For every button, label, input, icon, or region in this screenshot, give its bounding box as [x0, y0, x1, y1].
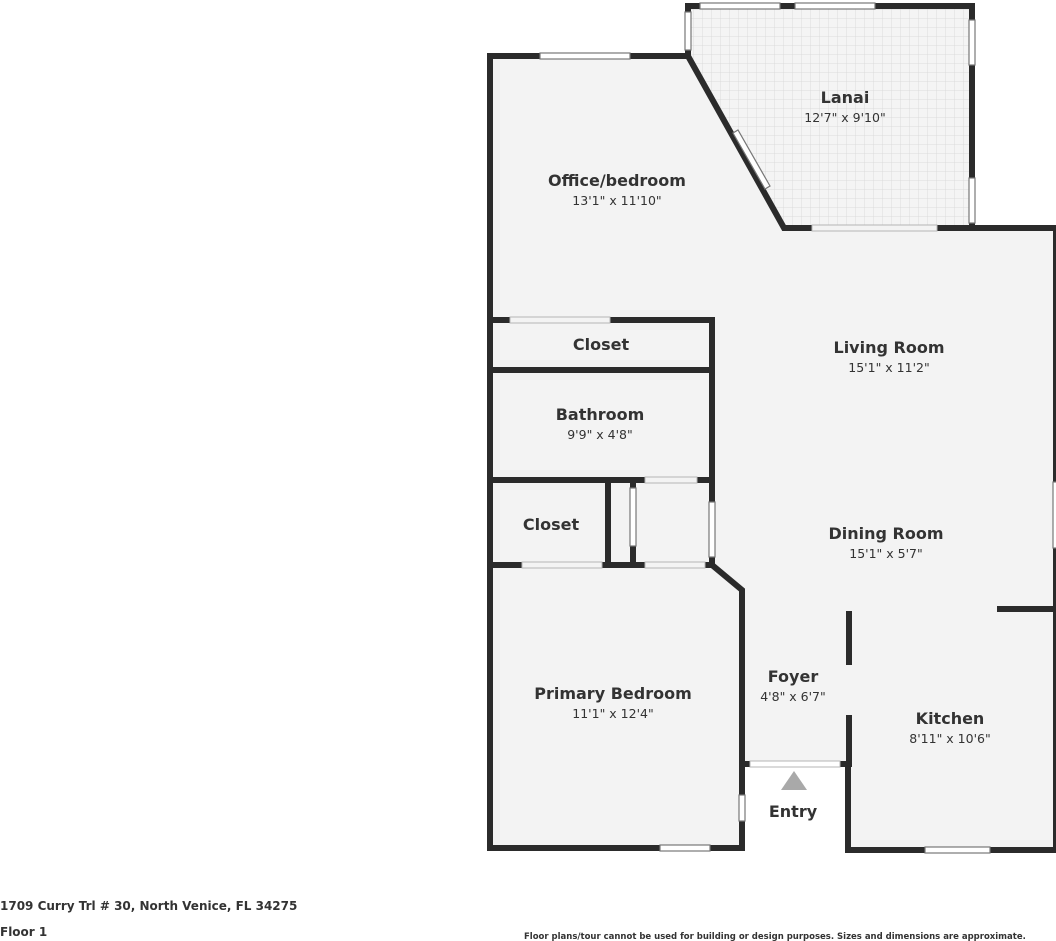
room-label-closet-upper: Closet	[573, 335, 630, 354]
opening-closet-upper	[509, 316, 611, 324]
window-office-top	[539, 52, 631, 60]
window-lanai-top-left	[699, 2, 781, 10]
window-primary-bottom	[659, 844, 711, 852]
entry-label: Entry	[769, 802, 818, 821]
room-dim-lanai: 12'7" x 9'10"	[804, 110, 885, 125]
room-dim-living: 15'1" x 11'2"	[848, 360, 929, 375]
room-dim-bathroom: 9'9" x 4'8"	[567, 427, 633, 442]
floor-label: Floor 1	[0, 925, 48, 939]
room-label-dining: Dining Room	[828, 524, 943, 543]
room-label-living: Living Room	[834, 338, 945, 357]
room-label-lanai: Lanai	[821, 88, 870, 107]
room-dim-office: 13'1" x 11'10"	[572, 193, 661, 208]
room-dim-kitchen: 8'11" x 10'6"	[909, 731, 990, 746]
window-lanai-left	[684, 11, 692, 51]
opening-hall-top	[644, 476, 698, 484]
room-label-foyer: Foyer	[768, 667, 819, 686]
window-lanai-right-lower	[968, 177, 976, 224]
opening-living-top	[811, 224, 938, 232]
opening-hall	[644, 561, 706, 569]
room-dim-dining: 15'1" x 5'7"	[849, 546, 922, 561]
room-label-primary: Primary Bedroom	[534, 684, 692, 703]
room-label-office: Office/bedroom	[548, 171, 686, 190]
main-floor	[490, 56, 1056, 850]
windows	[509, 2, 1056, 854]
room-label-bathroom: Bathroom	[556, 405, 645, 424]
window-primary-right	[738, 794, 746, 822]
window-lanai-top-right	[794, 2, 876, 10]
entry-arrow-icon	[781, 771, 807, 790]
room-labels: Lanai 12'7" x 9'10" Office/bedroom 13'1"…	[523, 88, 991, 821]
door-hall-right	[708, 501, 716, 558]
entry-door-opening	[749, 760, 841, 768]
room-dim-foyer: 4'8" x 6'7"	[760, 689, 826, 704]
window-dining-right	[1052, 481, 1056, 549]
room-dim-primary: 11'1" x 12'4"	[572, 706, 653, 721]
property-address: 1709 Curry Trl # 30, North Venice, FL 34…	[0, 899, 298, 913]
window-lanai-right	[968, 19, 976, 66]
opening-closet-lower	[521, 561, 603, 569]
window-kitchen-bottom	[924, 846, 991, 854]
room-label-kitchen: Kitchen	[916, 709, 985, 728]
window-lanai-diagonal	[732, 129, 771, 190]
disclaimer-text: Floor plans/tour cannot be used for buil…	[524, 932, 1026, 941]
door-hall-left	[629, 487, 637, 547]
room-label-closet-lower: Closet	[523, 515, 580, 534]
